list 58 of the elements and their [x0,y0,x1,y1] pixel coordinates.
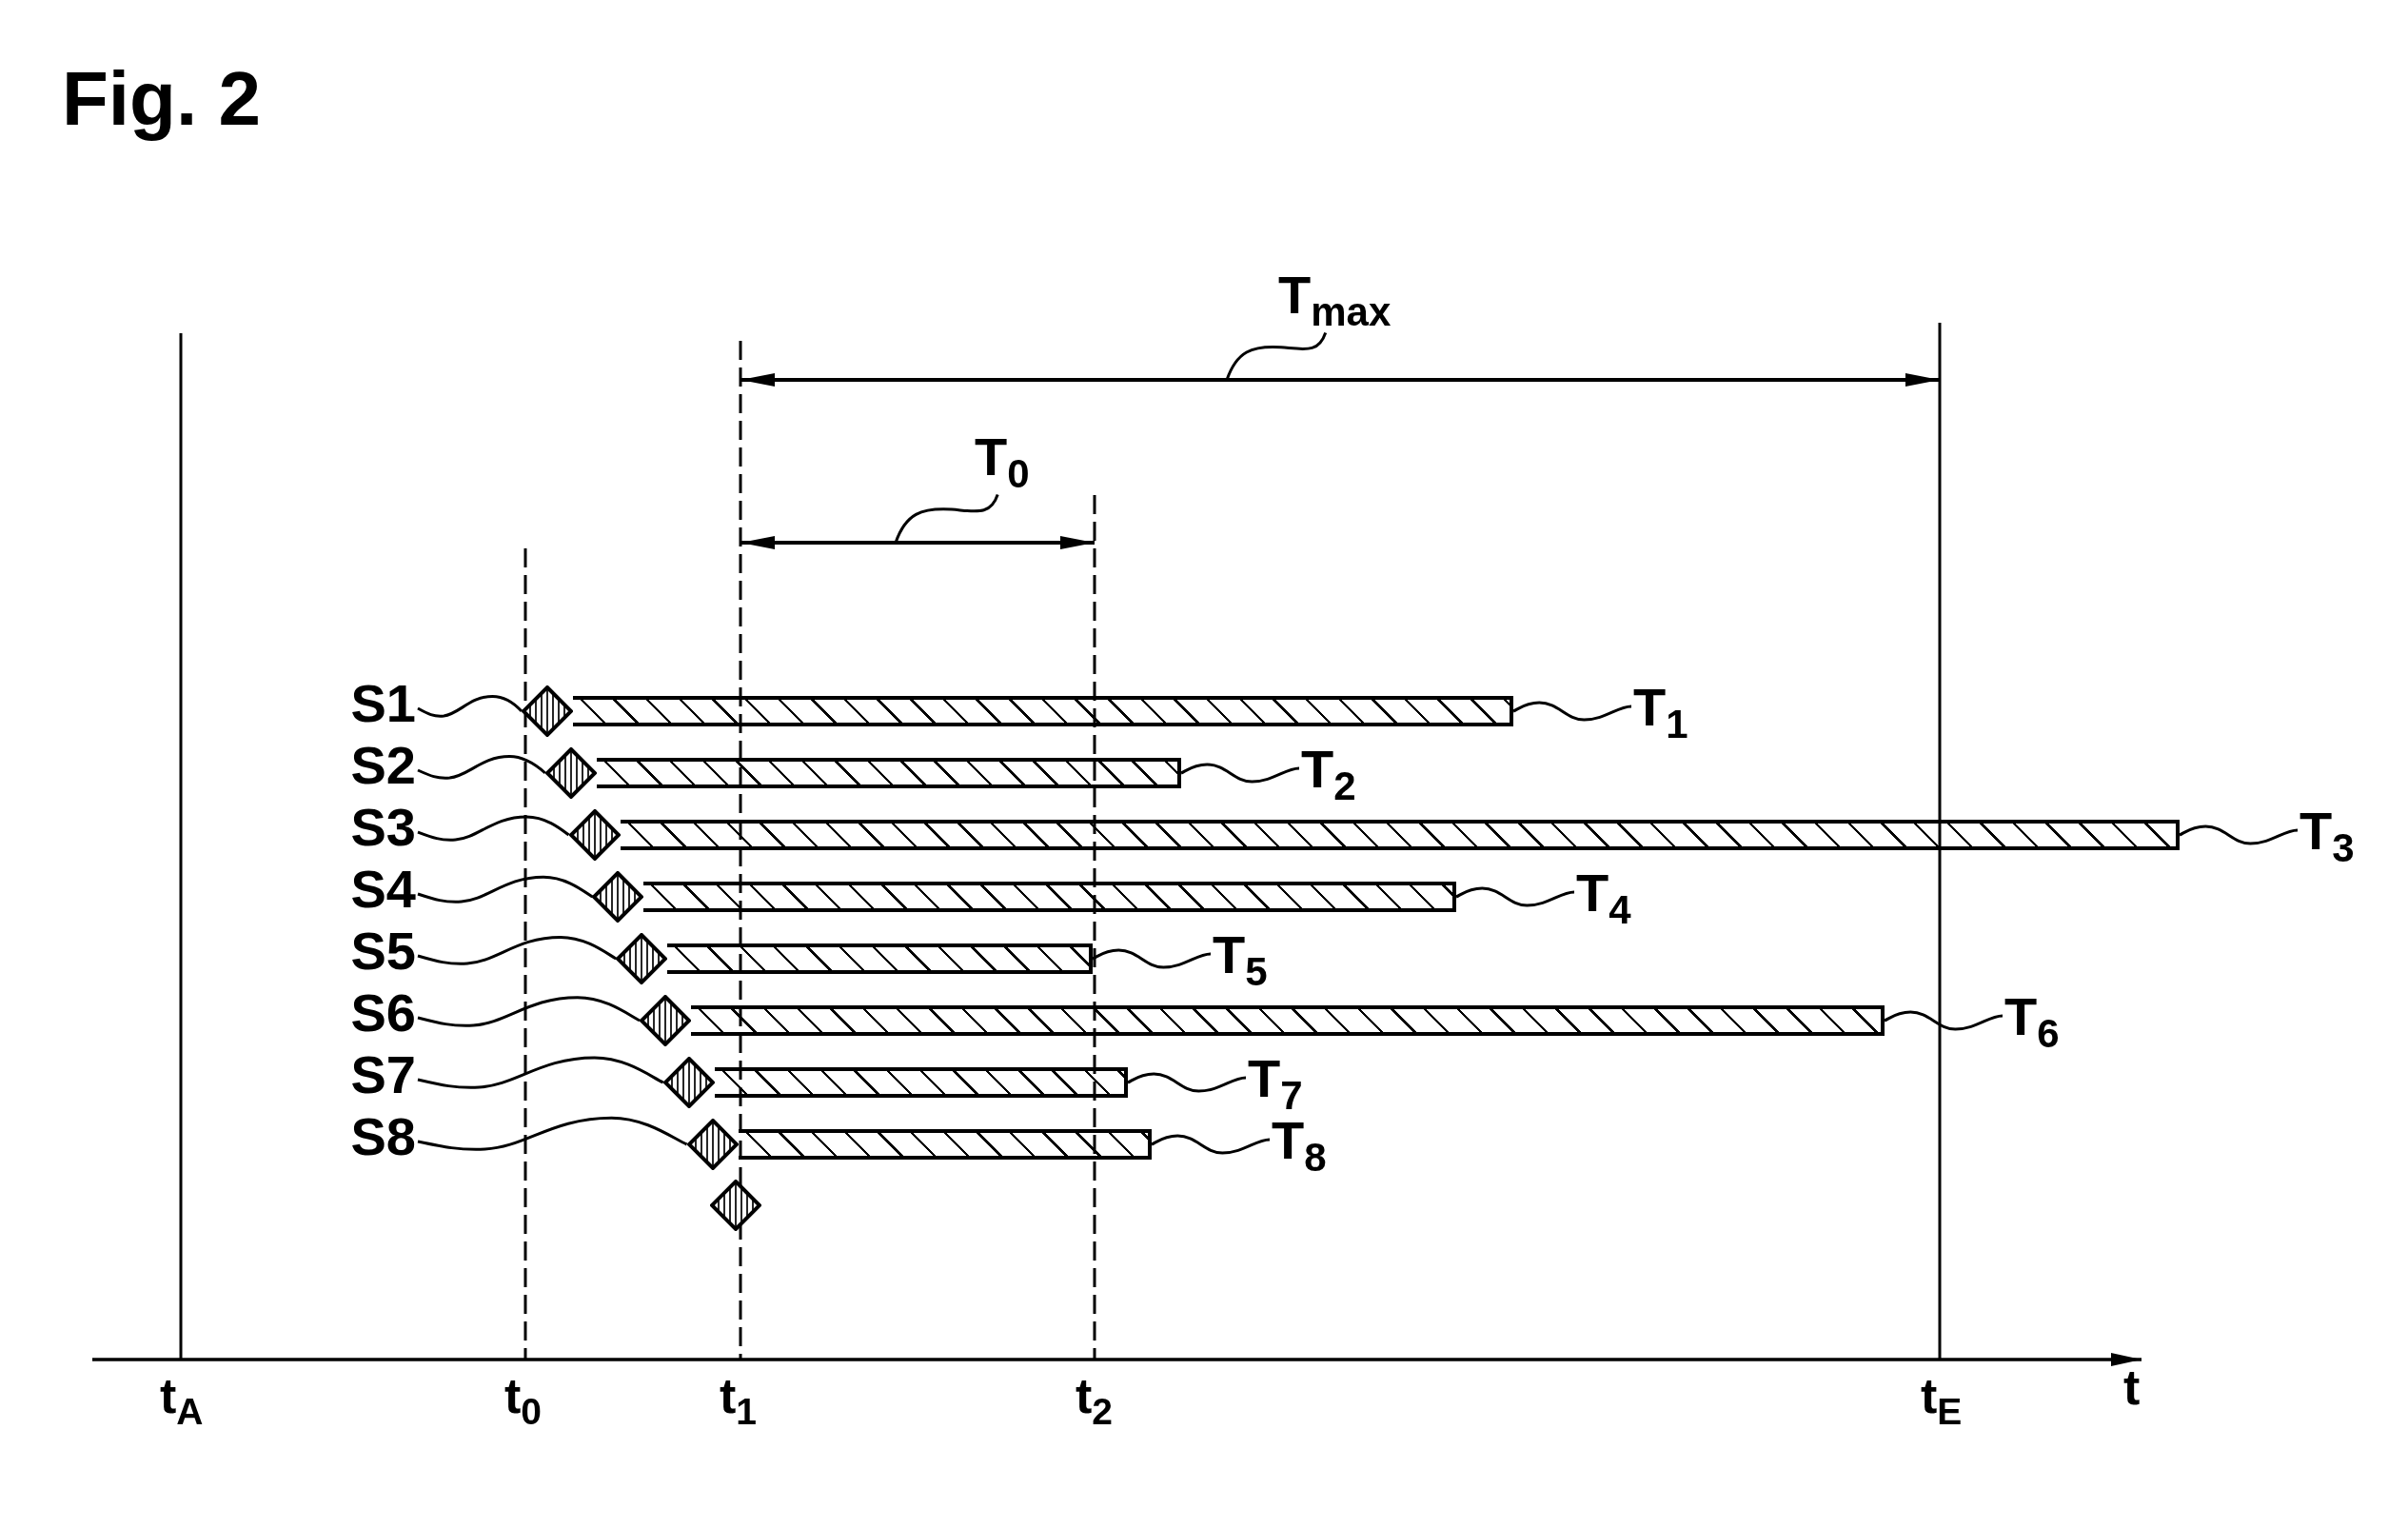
hatched-diamond [568,809,621,861]
leader-line [417,1116,688,1151]
hatched-diamond [710,1180,761,1231]
callout-label: T$_{1}$ [1633,681,1688,745]
callout-label: S3 [350,801,416,854]
leader-line [1225,331,1328,381]
hatched-diamond [662,1057,715,1108]
hatched-bar [691,1005,1885,1036]
leader-line [1151,1134,1271,1155]
callout-label: T$_{7}$ [1248,1052,1303,1117]
axis-label: t$_{2}$ [1076,1371,1114,1431]
hatched-bar [573,696,1513,726]
hatched-diamond [522,685,573,737]
hatched-bar [596,758,1181,788]
callout-label: T$_{5}$ [1213,928,1268,993]
callout-label: T$_{6}$ [2004,990,2060,1055]
hatched-bar [714,1067,1128,1098]
callout-label: T$_{max}$ [1278,268,1392,333]
leader-line [1884,1010,2003,1031]
callout-label: T$_{8}$ [1272,1114,1327,1179]
leader-line [417,996,641,1027]
leader-line [417,694,523,718]
callout-label: S4 [350,863,416,916]
hatched-bar [738,1129,1152,1160]
axis-label: t$_{1}$ [720,1371,758,1431]
callout-label: S5 [350,924,416,978]
callout-label: S7 [350,1048,416,1102]
hatched-bar [667,943,1093,974]
leader-line [417,815,570,842]
leader-line [1127,1072,1247,1093]
axis-label: t [2123,1362,2141,1412]
leader-line [417,875,594,904]
callout-label: T$_{0}$ [975,430,1030,495]
leader-line [894,493,999,544]
hatched-diamond [616,933,668,984]
callout-label: T$_{2}$ [1301,743,1356,807]
leader-line [2179,824,2299,845]
callout-label: S8 [350,1110,416,1163]
leader-line [417,755,546,780]
hatched-bar [620,820,2180,850]
hatched-diamond [592,871,644,923]
callout-label: S6 [350,986,416,1040]
leader-line [417,935,617,965]
hatched-diamond [544,747,597,799]
callout-label: S2 [350,739,416,792]
leader-line [1455,886,1575,907]
leader-line [417,1056,664,1089]
hatched-diamond [640,995,691,1046]
leader-line [1180,763,1300,784]
hatched-bar [643,882,1456,912]
hatched-diamond [686,1119,739,1170]
axis-label: t$_{E}$ [1921,1371,1963,1431]
axis-label: t$_{A}$ [160,1371,204,1431]
axis-label: t$_{0}$ [504,1371,543,1431]
callout-label: S1 [350,677,416,730]
callout-label: T$_{3}$ [2299,804,2355,869]
callout-label: T$_{4}$ [1576,866,1631,931]
leader-line [1512,701,1632,722]
